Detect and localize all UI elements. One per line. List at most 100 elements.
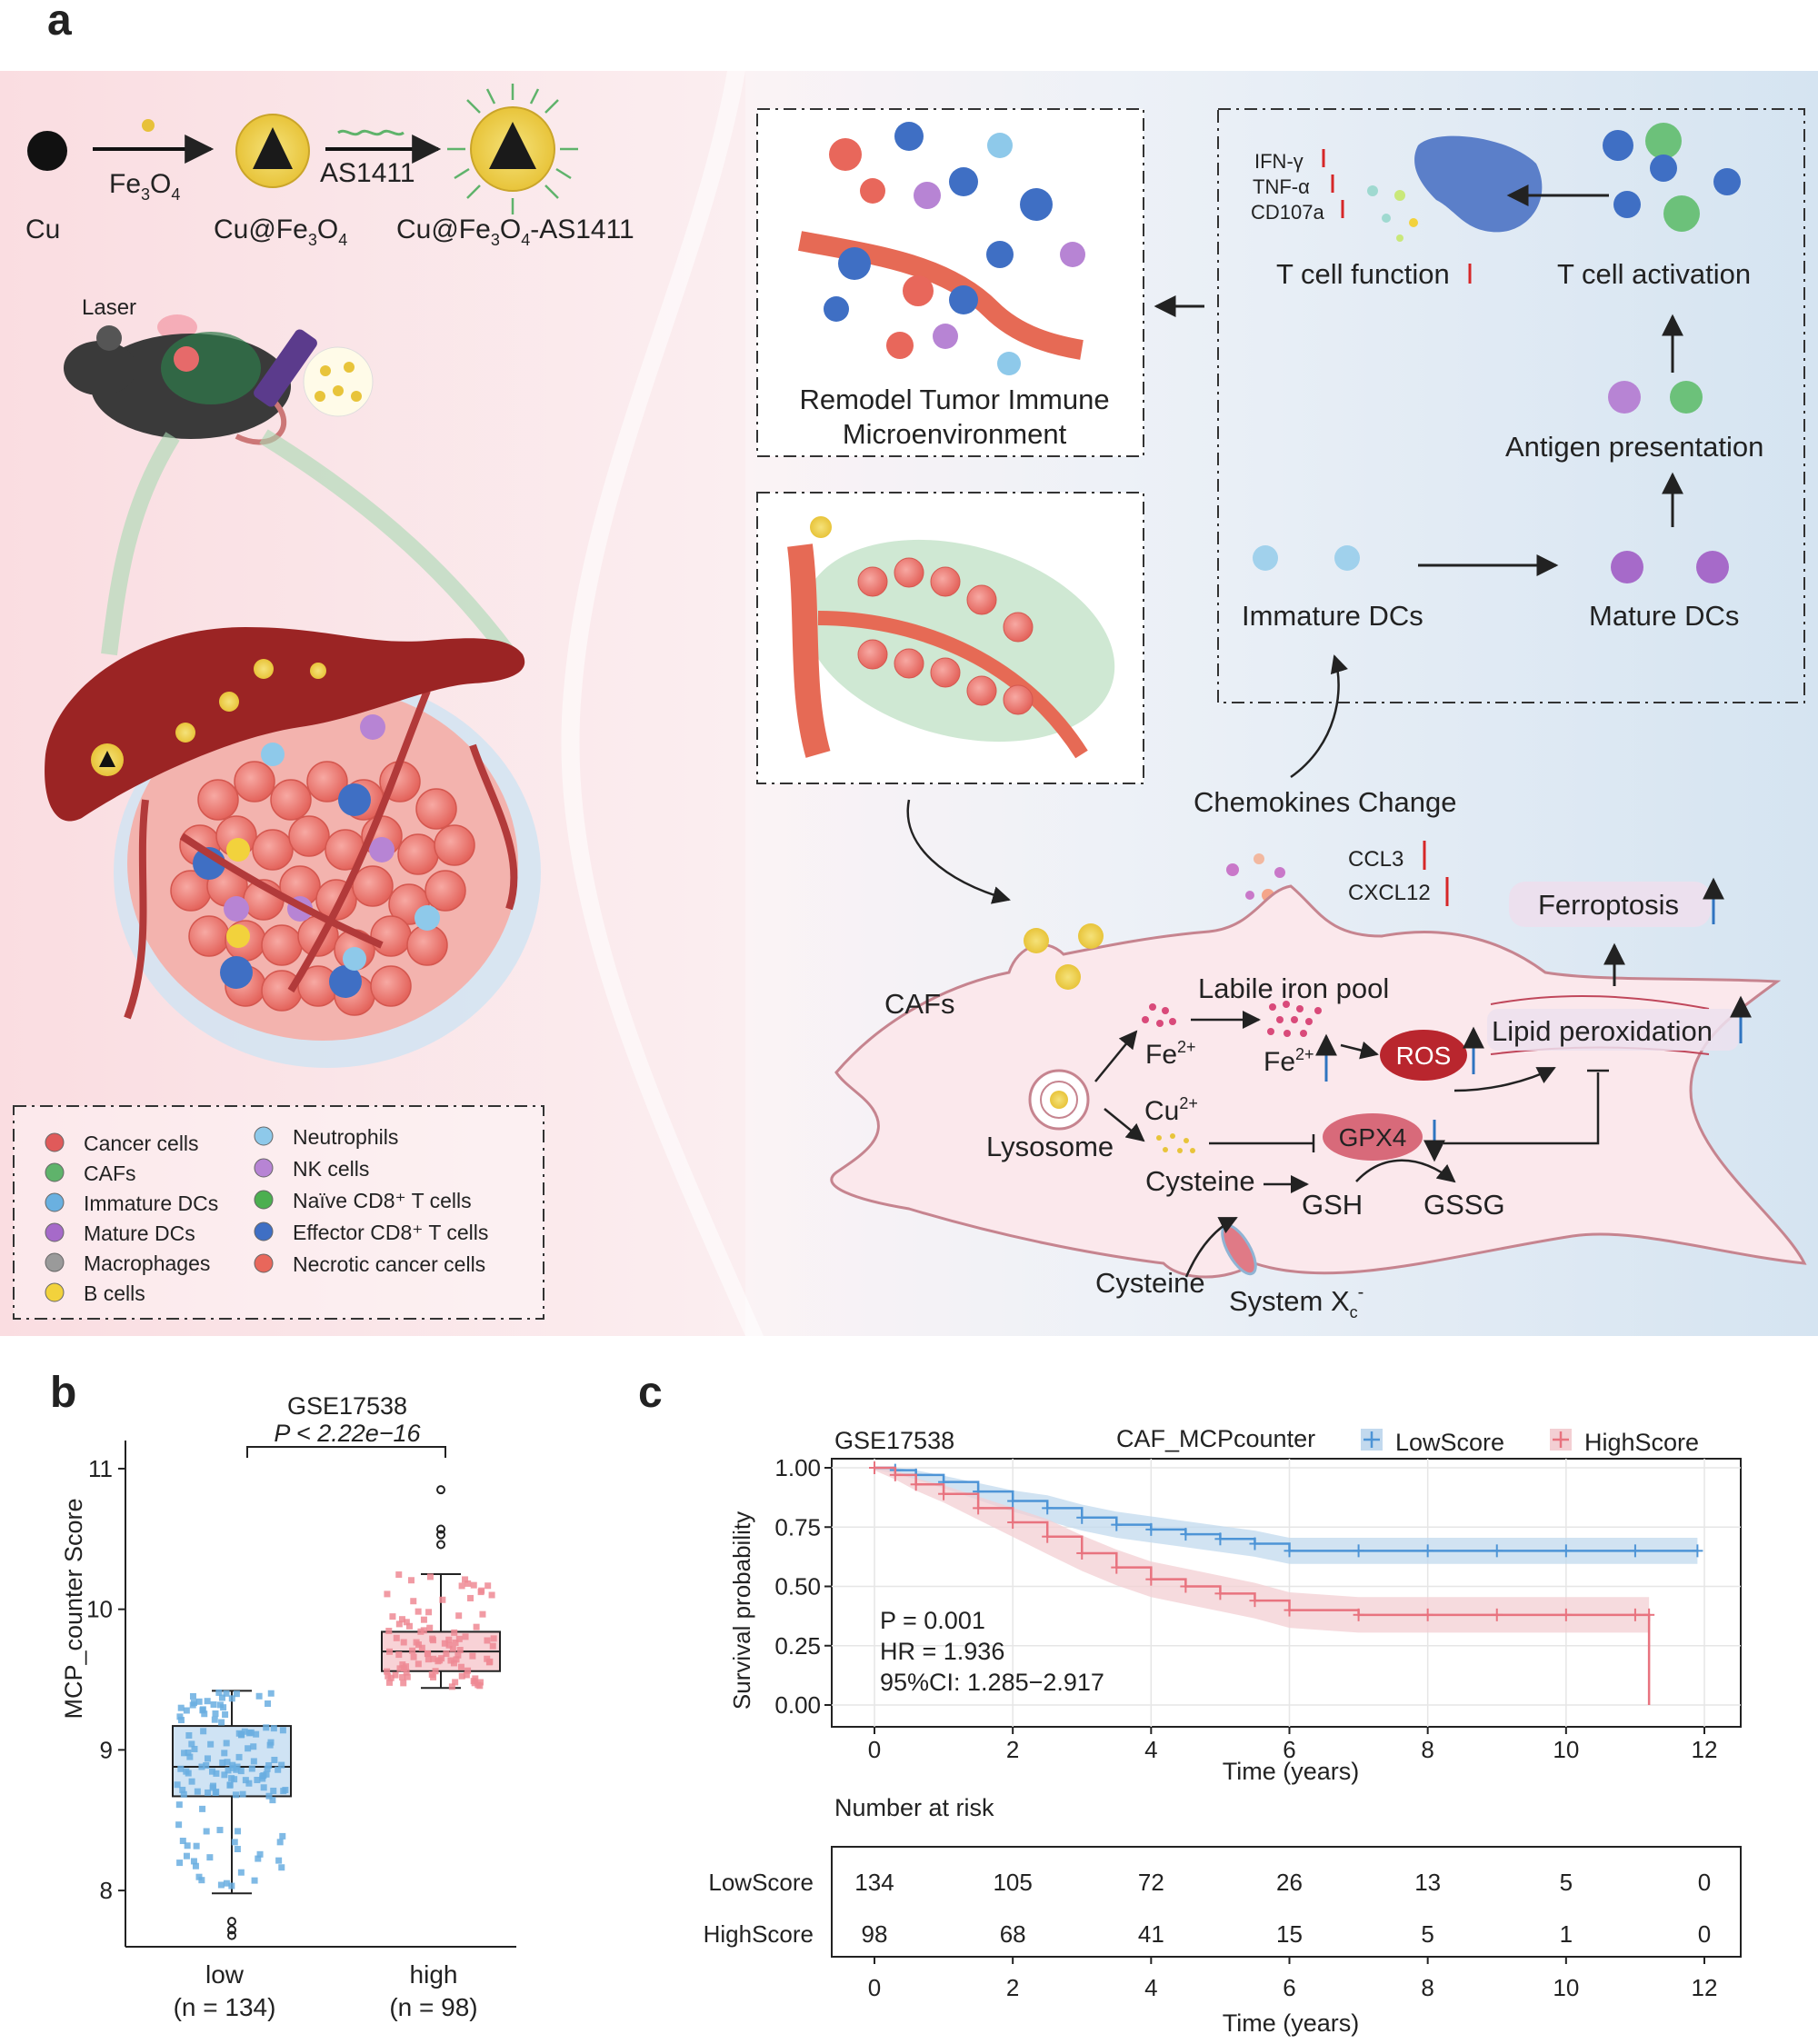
- inhibition-gpx4-lipid: [1443, 1072, 1600, 1145]
- caf-vessel-vertical: [787, 543, 831, 758]
- legend-swatch-4-icon: [45, 1252, 65, 1272]
- km-legend-high: HighScore: [1550, 1429, 1699, 1456]
- fe-ion-dots-left: [1142, 1003, 1176, 1027]
- jitter-point: [216, 1701, 224, 1709]
- jitter-point: [463, 1671, 470, 1679]
- group-n-0: (n = 134): [174, 1993, 276, 2021]
- panel-c: c GSE17538 CAF_MCPcounter LowScore HighS…: [638, 1369, 1742, 2037]
- jitter-point: [203, 1761, 210, 1769]
- km-xtick-label-2: 4: [1144, 1736, 1157, 1763]
- jitter-point: [245, 1745, 252, 1752]
- cytokine-cd107a: CD107a: [1251, 201, 1324, 224]
- outlier-1-3: [436, 1485, 445, 1495]
- jitter-point: [185, 1750, 192, 1757]
- outlier-1-0: [436, 1524, 445, 1534]
- outlier-1-2: [436, 1540, 445, 1550]
- jitter-point: [395, 1651, 403, 1659]
- risk-xtick-label-5: 10: [1553, 1974, 1579, 2001]
- risk-cell-1-1: 68: [1000, 1920, 1026, 1948]
- legend-label-8: Naïve CD8⁺ T cells: [293, 1189, 472, 1212]
- jitter-point: [270, 1725, 277, 1732]
- legend-swatch-8-icon: [254, 1190, 274, 1210]
- jitter-point: [181, 1750, 188, 1757]
- jitter-point: [385, 1679, 393, 1686]
- group-label-0: low: [205, 1960, 245, 1989]
- significance-bracket: [246, 1446, 446, 1458]
- guide-line-right: [259, 429, 516, 660]
- caf-cancer-cells: [857, 557, 1034, 715]
- jitter-point: [190, 1858, 197, 1865]
- mature-dcs-label: Mature DCs: [1589, 600, 1739, 632]
- km-xtick-label-6: 12: [1692, 1736, 1718, 1763]
- jitter-point: [198, 1763, 205, 1770]
- jitter-point: [485, 1659, 493, 1666]
- jitter-point: [441, 1640, 448, 1647]
- laser-beam-icon: [157, 314, 197, 340]
- solution-particles: [315, 362, 362, 402]
- jitter-point: [403, 1663, 410, 1670]
- secreted-granules: [1367, 185, 1418, 242]
- jitter-point: [201, 1710, 208, 1718]
- jitter-point: [219, 1759, 226, 1766]
- immature-dcs-label: Immature DCs: [1242, 600, 1423, 632]
- jitter-point: [203, 1828, 210, 1835]
- km-xtick-label-0: 0: [868, 1736, 881, 1763]
- mouse-head: [64, 341, 136, 395]
- ros-label: ROS: [1396, 1042, 1452, 1070]
- km-ci-band-0: [874, 1468, 1698, 1564]
- jitter-point: [205, 1789, 212, 1796]
- labile-iron-pool-label: Labile iron pool: [1198, 972, 1389, 1004]
- panel-b-letter: b: [50, 1369, 76, 1417]
- jitter-point: [455, 1612, 463, 1620]
- cu-ion-dots: [1156, 1133, 1195, 1153]
- jitter-point: [415, 1608, 422, 1615]
- km-ytick-label-1: 0.25: [774, 1632, 821, 1660]
- risk-row-label-0: LowScore: [708, 1869, 814, 1896]
- jitter-point: [453, 1656, 460, 1663]
- risk-cell-1-4: 5: [1421, 1920, 1433, 1948]
- panel-a: a Cu Fe3O4 Cu@Fe3O4 AS1411: [0, 0, 1818, 1336]
- jitter-point: [385, 1628, 393, 1635]
- gssg-label: GSSG: [1423, 1189, 1505, 1221]
- jitter-point: [278, 1864, 285, 1871]
- boxplot-ytick-label-1: 9: [100, 1736, 113, 1763]
- jitter-point: [403, 1669, 410, 1676]
- jitter-point: [231, 1839, 238, 1846]
- jitter-point: [447, 1657, 454, 1664]
- risk-row-label-1: HighScore: [704, 1920, 814, 1948]
- jitter-point: [216, 1827, 224, 1834]
- jitter-point: [428, 1670, 435, 1678]
- jitter-point: [250, 1743, 257, 1750]
- legend-swatch-9-icon: [254, 1221, 274, 1241]
- km-ytick-label-3: 0.75: [774, 1513, 821, 1540]
- jitter-point: [226, 1781, 234, 1789]
- remodel-title-line1: Remodel Tumor Immune: [799, 384, 1109, 415]
- jitter-point: [393, 1634, 400, 1641]
- jitter-point: [473, 1623, 480, 1630]
- outlier-0-2: [227, 1930, 236, 1940]
- jitter-point: [403, 1619, 410, 1626]
- legend-label-10: Necrotic cancer cells: [293, 1252, 485, 1276]
- jitter-point: [474, 1681, 482, 1689]
- km-hr: HR = 1.936: [880, 1638, 1004, 1665]
- km-legend-low-label: LowScore: [1395, 1429, 1504, 1456]
- jitter-point: [183, 1707, 190, 1714]
- jitter-point: [467, 1594, 474, 1601]
- system-xc-label: System Xc-: [1229, 1282, 1364, 1321]
- jitter-point: [488, 1591, 495, 1599]
- km-ytick-label-4: 1.00: [774, 1454, 821, 1481]
- jitter-point: [237, 1869, 245, 1876]
- jitter-point: [247, 1729, 255, 1736]
- fe3o4-label: Fe3O4: [109, 169, 180, 204]
- jitter-point: [399, 1674, 406, 1681]
- synthesis-scheme: Cu Fe3O4 Cu@Fe3O4 AS1411 Cu@Fe3O4-AS1411: [25, 84, 634, 249]
- mature-dc-icons: [1611, 551, 1729, 583]
- ros-badge: [1380, 1030, 1467, 1081]
- jitter-point: [407, 1577, 415, 1584]
- mouse-vessel-overlay: [161, 332, 261, 404]
- cafs-label: CAFs: [884, 988, 955, 1020]
- jitter-point: [392, 1671, 399, 1679]
- mouse-tumor-icon: [174, 346, 199, 372]
- jitter-point: [464, 1667, 472, 1674]
